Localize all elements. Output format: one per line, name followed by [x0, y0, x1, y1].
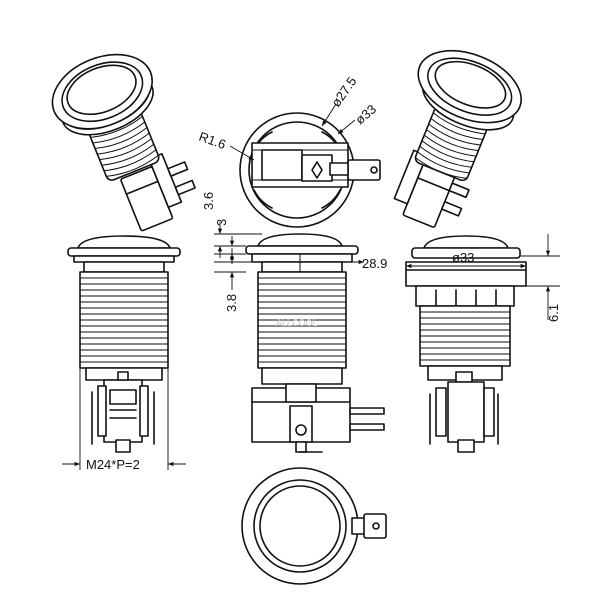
dim-d33-top: ø33 [352, 101, 379, 127]
bottom-terminal [363, 513, 387, 539]
watermark: ALLCOOL [276, 318, 318, 328]
front-view-left [67, 235, 181, 453]
height-dimensions [214, 222, 364, 290]
right-dimensions [406, 234, 560, 320]
iso-right-bezel [417, 49, 522, 131]
bottom-plan-view [241, 467, 387, 585]
dim-d275: ø27.5 [328, 74, 359, 110]
dim-thread: M24*P=2 [86, 457, 140, 472]
isometric-view-right [393, 49, 522, 228]
dim-h38: 3.8 [224, 294, 239, 312]
dim-r16: R1.6 [197, 129, 228, 152]
dim-d33-front: ø33 [452, 250, 474, 265]
dim-h36: 3.6 [201, 192, 216, 210]
iso-left-bezel [51, 53, 154, 136]
dim-w289: 28.9 [362, 256, 387, 271]
top-plan-view [229, 103, 381, 228]
plan-terminal [347, 159, 381, 181]
dim-h61: 6.1 [546, 304, 561, 322]
thread-dimension [62, 368, 186, 470]
dim-h3: 3 [214, 219, 229, 226]
right-switch [447, 381, 485, 443]
front-view-right [405, 235, 527, 453]
front-view-center [245, 233, 385, 453]
isometric-view-left [51, 53, 196, 232]
